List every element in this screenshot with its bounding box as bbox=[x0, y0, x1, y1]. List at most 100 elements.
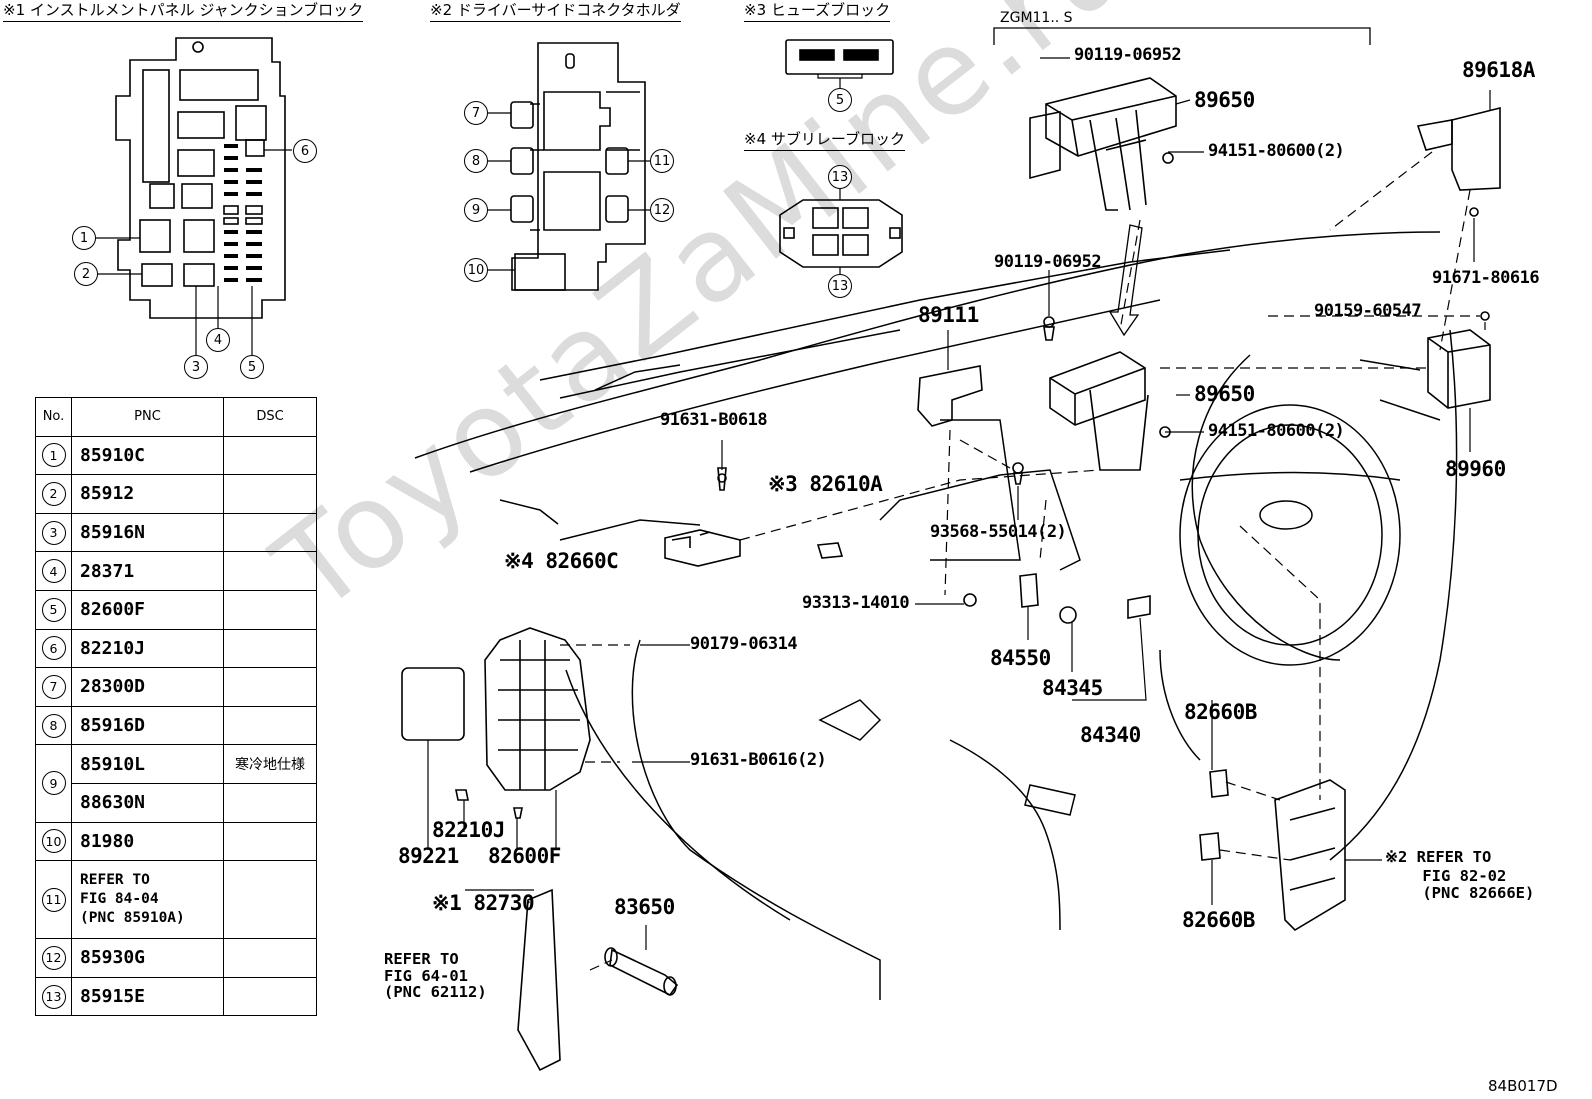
junction-block-figure bbox=[96, 37, 292, 355]
pnc-cell: 85910C bbox=[71, 435, 224, 476]
row-number: 2 bbox=[41, 481, 66, 506]
label-82730: ※1 82730 bbox=[432, 891, 535, 915]
junction-block-82730 bbox=[401, 627, 591, 819]
dsc-cell bbox=[223, 860, 317, 940]
label-93568-55014: 93568-55014(2) bbox=[930, 522, 1067, 542]
label-89650-lower: 89650 bbox=[1194, 382, 1255, 406]
label-90159-60547: 90159-60547 bbox=[1314, 301, 1422, 321]
label-89960: 89960 bbox=[1445, 457, 1506, 481]
col-dsc: DSC bbox=[223, 397, 317, 437]
callout-5: 5 bbox=[240, 355, 264, 379]
pnc-cell: 85915E bbox=[71, 976, 224, 1017]
connector-holder-figure bbox=[488, 42, 650, 291]
pnc-cell: 28300D bbox=[71, 667, 224, 707]
row-number: 10 bbox=[41, 829, 66, 854]
label-91631-b0616: 91631-B0616(2) bbox=[690, 750, 827, 770]
col-pnc: PNC bbox=[71, 397, 224, 437]
figure-code: 84B017D bbox=[1488, 1077, 1558, 1095]
pnc-cell: 82210J bbox=[71, 628, 224, 669]
callout-7: 7 bbox=[464, 101, 488, 125]
label-82210j: 82210J bbox=[432, 818, 505, 842]
dsc-cell bbox=[223, 705, 317, 746]
pnc-cell: REFER TO FIG 84-04 (PNC 85910A) bbox=[71, 860, 224, 940]
table-row: 88630N bbox=[36, 782, 317, 823]
callout-12: 12 bbox=[650, 198, 674, 222]
callout-9: 9 bbox=[464, 198, 488, 222]
connector-holder-lower bbox=[1199, 769, 1346, 932]
pnc-cell: 88630N bbox=[71, 782, 224, 823]
callout-2: 2 bbox=[74, 262, 98, 286]
col-no: No. bbox=[35, 397, 72, 437]
label-82660b-upper: 82660B bbox=[1184, 700, 1257, 724]
callout-5-fuse: 5 bbox=[828, 88, 852, 112]
dsc-cell bbox=[223, 821, 317, 862]
callout-13-top: 13 bbox=[828, 165, 852, 189]
label-94151-top: 94151-80600(2) bbox=[1208, 141, 1345, 161]
dsc-cell bbox=[223, 435, 317, 476]
row-number: 1 bbox=[41, 443, 66, 468]
row-number: 12 bbox=[41, 945, 66, 970]
callout-11: 11 bbox=[650, 149, 674, 173]
label-90119-06952-top: 90119-06952 bbox=[1074, 45, 1182, 65]
label-90179-06314: 90179-06314 bbox=[690, 634, 798, 654]
dsc-cell bbox=[223, 628, 317, 669]
label-82660c: ※4 82660C bbox=[504, 549, 619, 573]
dsc-cell bbox=[223, 589, 317, 630]
dsc-cell bbox=[223, 938, 317, 978]
header-relay-block: ※4 サブリレーブロック bbox=[744, 132, 905, 151]
callout-13-bottom: 13 bbox=[828, 274, 852, 298]
module-89960 bbox=[1427, 311, 1491, 409]
module-89618a bbox=[1416, 106, 1501, 217]
cover-83650 bbox=[517, 888, 679, 1072]
callout-10: 10 bbox=[464, 258, 488, 282]
callout-1: 1 bbox=[72, 226, 96, 250]
label-89618a: 89618A bbox=[1462, 58, 1535, 82]
row-number: 4 bbox=[41, 559, 66, 584]
row-number: 3 bbox=[41, 520, 66, 545]
leader-lines bbox=[427, 57, 1491, 950]
label-93313-14010: 93313-14010 bbox=[802, 593, 910, 613]
pnc-cell: 85910L bbox=[71, 744, 224, 784]
label-84550: 84550 bbox=[990, 646, 1051, 670]
dsc-cell bbox=[223, 474, 317, 514]
ecu-89650-upper bbox=[1029, 77, 1177, 211]
relay-block-figure bbox=[779, 188, 903, 275]
refer-fig-82-02-head: ※2 REFER TO bbox=[1385, 848, 1492, 866]
row-number: 11 bbox=[41, 887, 66, 912]
label-90119-06952-mid: 90119-06952 bbox=[994, 252, 1102, 272]
row-number: 5 bbox=[41, 597, 66, 622]
row-number: 9 bbox=[41, 771, 66, 796]
header-fuse-block: ※3 ヒューズブロック bbox=[744, 3, 891, 22]
dsc-cell bbox=[223, 782, 317, 823]
callout-8: 8 bbox=[464, 149, 488, 173]
fuse-block-figure bbox=[785, 39, 894, 88]
label-91671-80616: 91671-80616 bbox=[1432, 268, 1540, 288]
dsc-cell bbox=[223, 551, 317, 591]
header-junction-block: ※1 インストルメントパネル ジャンクションブロック bbox=[3, 3, 364, 22]
label-84340: 84340 bbox=[1080, 723, 1141, 747]
label-94151-lower: 94151-80600(2) bbox=[1208, 421, 1345, 441]
relay-82660c bbox=[664, 467, 741, 567]
bracket-89111 bbox=[917, 316, 1055, 427]
ecu-89650-lower bbox=[1049, 351, 1171, 471]
label-82600f: 82600F bbox=[488, 844, 561, 868]
model-code: ZGM11.. S bbox=[1000, 10, 1073, 26]
pnc-cell: 82600F bbox=[71, 589, 224, 630]
pnc-cell: 85916D bbox=[71, 705, 224, 746]
pnc-cell: 81980 bbox=[71, 821, 224, 862]
row-number: 6 bbox=[41, 636, 66, 661]
label-89111: 89111 bbox=[918, 303, 979, 327]
